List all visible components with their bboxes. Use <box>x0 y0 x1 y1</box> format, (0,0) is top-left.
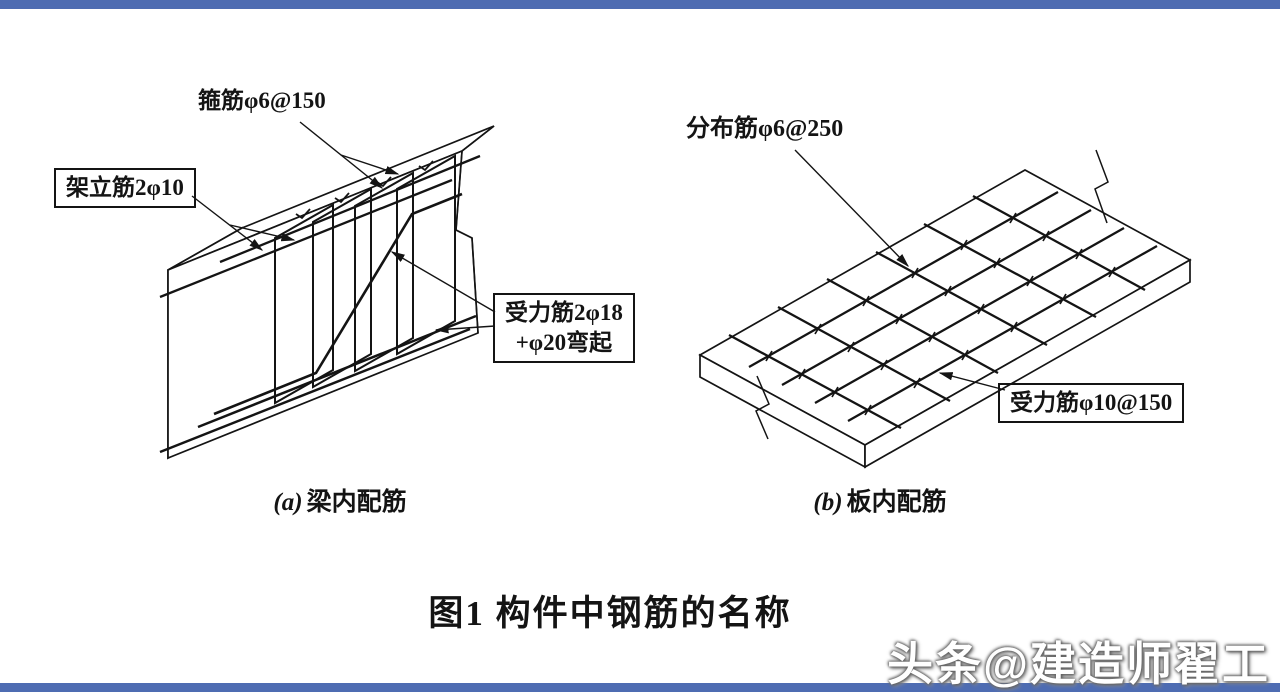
mesh-tie-ticks <box>765 212 1116 416</box>
stirrup-loop <box>312 187 372 389</box>
stirrup-loop <box>354 171 414 373</box>
distribution-bar <box>781 208 1092 387</box>
beam-caption-text: 梁内配筋 <box>306 489 407 516</box>
beam-caption-prefix: (a) <box>273 489 303 516</box>
bottom-main-bar-front <box>159 327 471 454</box>
watermark-text: 头条@建造师翟工 <box>887 638 1270 690</box>
slab-main-bar <box>923 222 1097 319</box>
slab-caption: (b)板内配筋 <box>770 482 990 518</box>
slab-main-bar <box>728 333 902 430</box>
slab-main-bar-label: 受力筋φ10@150 <box>998 383 1185 423</box>
slab-break-line-sw <box>755 375 770 440</box>
distribution-bar-label: 分布筋φ6@250 <box>686 116 844 142</box>
slab-drawing <box>698 149 1192 469</box>
erection-leader-line <box>191 195 264 251</box>
beam-break-line <box>455 125 495 334</box>
slab-main-bar <box>826 277 999 375</box>
distribution-leader-line <box>794 149 909 268</box>
figure-title: 图1 构件中钢筋的名称 <box>428 594 792 633</box>
slab-main-bar <box>875 250 1048 347</box>
top-erection-bar-front <box>159 178 453 299</box>
slab-break-line-ne <box>1094 149 1109 224</box>
slab-main-bar <box>972 194 1146 292</box>
beam-main-bar-label: 受力筋2φ18 +φ20弯起 <box>493 293 635 363</box>
bent-up-bar <box>213 192 463 416</box>
erection-leader-branch <box>229 224 296 242</box>
erection-bar-label: 架立筋2φ10 <box>54 168 196 208</box>
main-bar-leader-branch <box>434 324 496 334</box>
stirrup-label: 箍筋φ6@150 <box>198 88 326 113</box>
beam-main-bar-label-line2: +φ20弯起 <box>515 329 613 355</box>
bottom-accent-bar <box>0 683 1280 692</box>
distribution-bar <box>748 190 1059 369</box>
distribution-bar <box>847 244 1158 423</box>
beam-main-bar-label-line1: 受力筋2φ18 <box>505 300 623 325</box>
slab-right-side-face <box>864 258 1191 469</box>
beam-drawing <box>159 121 496 460</box>
stirrup-tick-marks <box>295 160 434 220</box>
distribution-bar <box>814 226 1125 405</box>
top-accent-bar <box>0 0 1280 9</box>
slab-caption-prefix: (b) <box>813 489 843 516</box>
beam-caption: (a)梁内配筋 <box>235 482 445 518</box>
slab-main-leader-line <box>938 372 1006 391</box>
slab-main-bar <box>777 305 951 403</box>
stirrup-leader-branch <box>340 154 400 175</box>
top-erection-bar-rear <box>219 154 481 264</box>
slab-caption-text: 板内配筋 <box>846 489 947 516</box>
main-bar-leader-line <box>390 251 496 313</box>
